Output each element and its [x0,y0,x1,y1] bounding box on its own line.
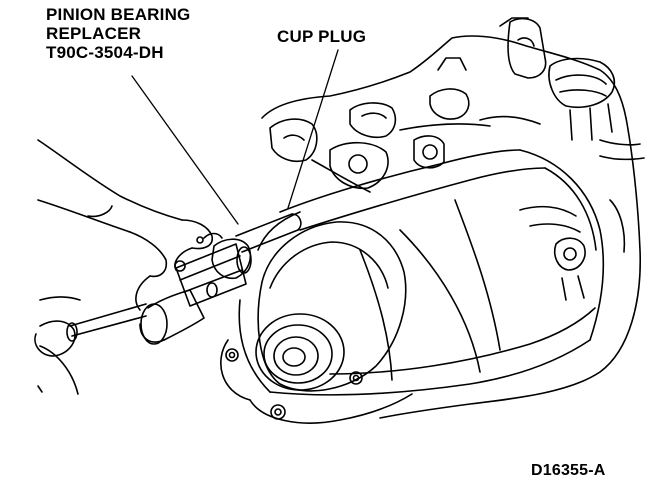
tool-callout-line3: T90C-3504-DH [46,43,164,62]
front-face [220,221,413,424]
driver-handle [34,303,147,357]
tool-callout-line2: REPLACER [46,24,142,43]
top-mounts [269,17,645,193]
callout-leaders [131,49,339,225]
hand [37,139,223,395]
pinion-bearing-replacer-tool [139,213,302,345]
cup-plug-leader-line [287,49,339,209]
tool-callout: PINION BEARING REPLACER T90C-3504-DH [46,5,190,62]
cup-plug-callout: CUP PLUG [277,27,367,46]
tool-callout-line1: PINION BEARING [46,5,191,24]
rear-mount [519,199,626,301]
figure-id: D16355-A [531,462,606,479]
tool-leader-line [131,75,239,225]
